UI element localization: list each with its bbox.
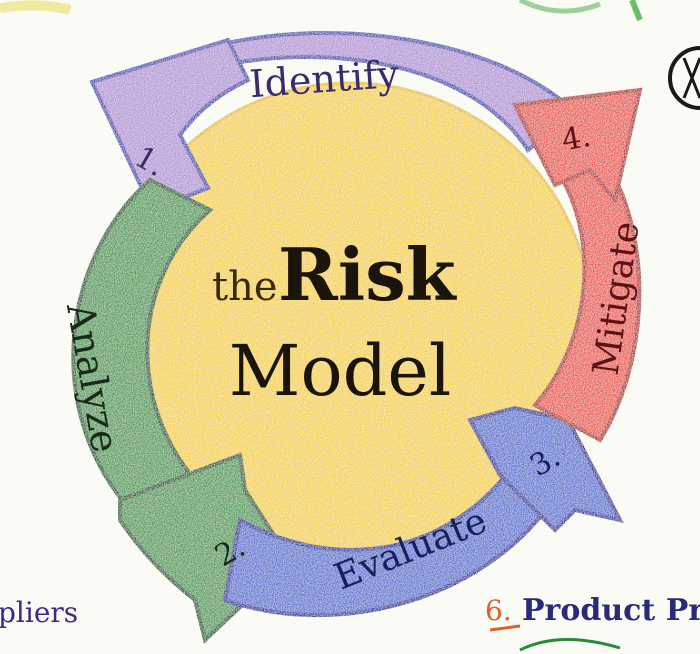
- edge-text-number: 6.: [485, 594, 512, 627]
- mitigate-arrowhead: [511, 87, 643, 205]
- background-stroke: [519, 637, 621, 652]
- circled-x-icon: [668, 46, 700, 110]
- background-stroke: [629, 0, 643, 22]
- center-title-prefix: the: [212, 264, 278, 310]
- edge-text-bottom-left: pliers: [0, 596, 78, 629]
- evaluate-arrowhead: [467, 405, 624, 533]
- center-title-main: Risk: [278, 232, 458, 317]
- edge-text-bottom-right: Product Pri: [522, 593, 700, 628]
- background-stroke: [0, 0, 72, 15]
- step-label-identify: Identify: [248, 52, 400, 106]
- step-number-mitigate: 4.: [559, 119, 593, 158]
- underline-stroke: [489, 624, 521, 632]
- background-stroke: [518, 0, 601, 14]
- identify-arrowhead: [89, 37, 251, 213]
- center-title-model: Model: [229, 330, 451, 412]
